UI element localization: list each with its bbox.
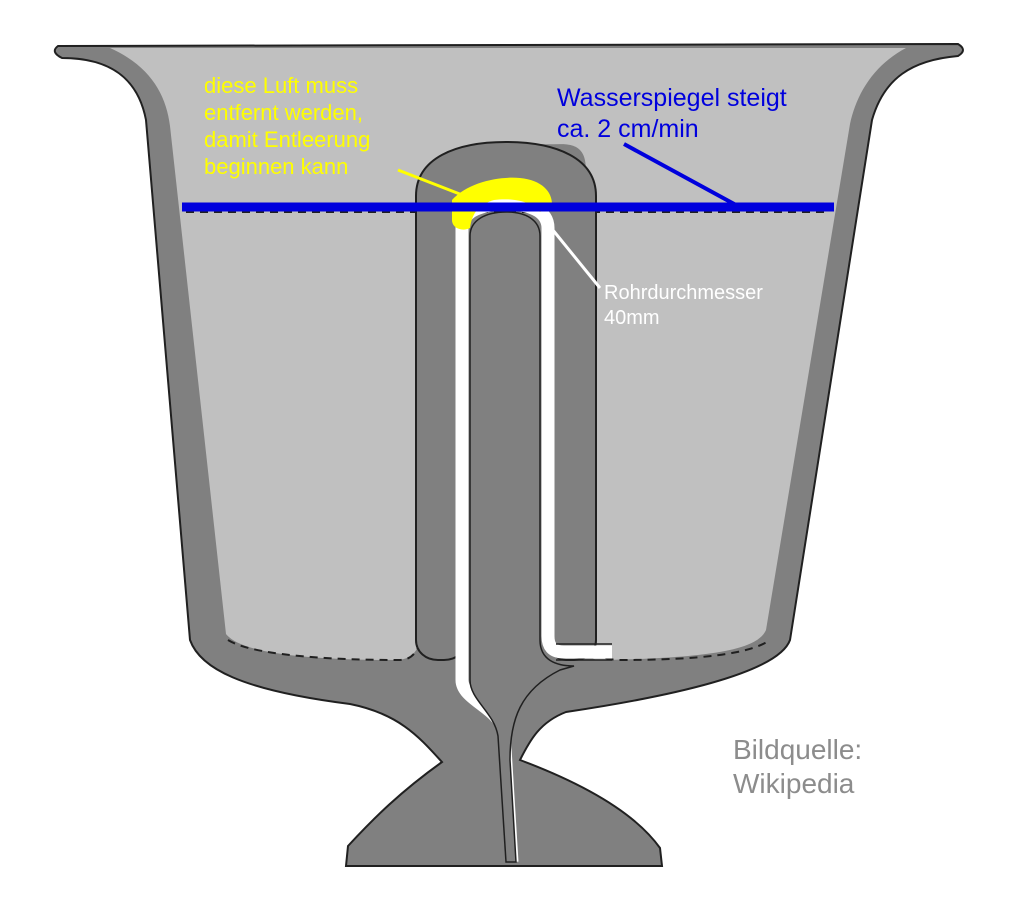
- air-note: diese Luft muss entfernt werden, damit E…: [204, 72, 370, 180]
- water-level-note-line: Wasserspiegel steigt: [557, 84, 787, 112]
- interior-outline: [227, 635, 421, 662]
- image-source-note-line: Wikipedia: [733, 768, 855, 799]
- water-level-note-line: ca. 2 cm/min: [557, 115, 699, 143]
- water-region: [110, 48, 906, 660]
- air-pointer: [397, 168, 471, 200]
- pipe-diameter-note-line: 40mm: [604, 307, 660, 329]
- pipe-diameter-note-line: Rohrdurchmesser: [604, 282, 763, 304]
- air-note-line: diese Luft muss: [204, 73, 359, 98]
- air-note-line: beginnen kann: [204, 154, 349, 179]
- inner-column: [469, 211, 575, 863]
- pipe-pointer: [546, 223, 602, 289]
- air-note-line: entfernt werden,: [204, 100, 363, 125]
- air-note-line: damit Entleerung: [204, 127, 371, 152]
- pipe-diameter-note: Rohrdurchmesser 40mm: [604, 281, 763, 331]
- water-level-note: Wasserspiegel steigt ca. 2 cm/min: [557, 83, 787, 145]
- image-source-note: Bildquelle: Wikipedia: [733, 733, 862, 801]
- water-level-pointer: [623, 142, 737, 207]
- siphon-channel-outline: [556, 643, 612, 661]
- image-source-note-line: Bildquelle:: [733, 734, 863, 765]
- air-pocket: [452, 177, 552, 230]
